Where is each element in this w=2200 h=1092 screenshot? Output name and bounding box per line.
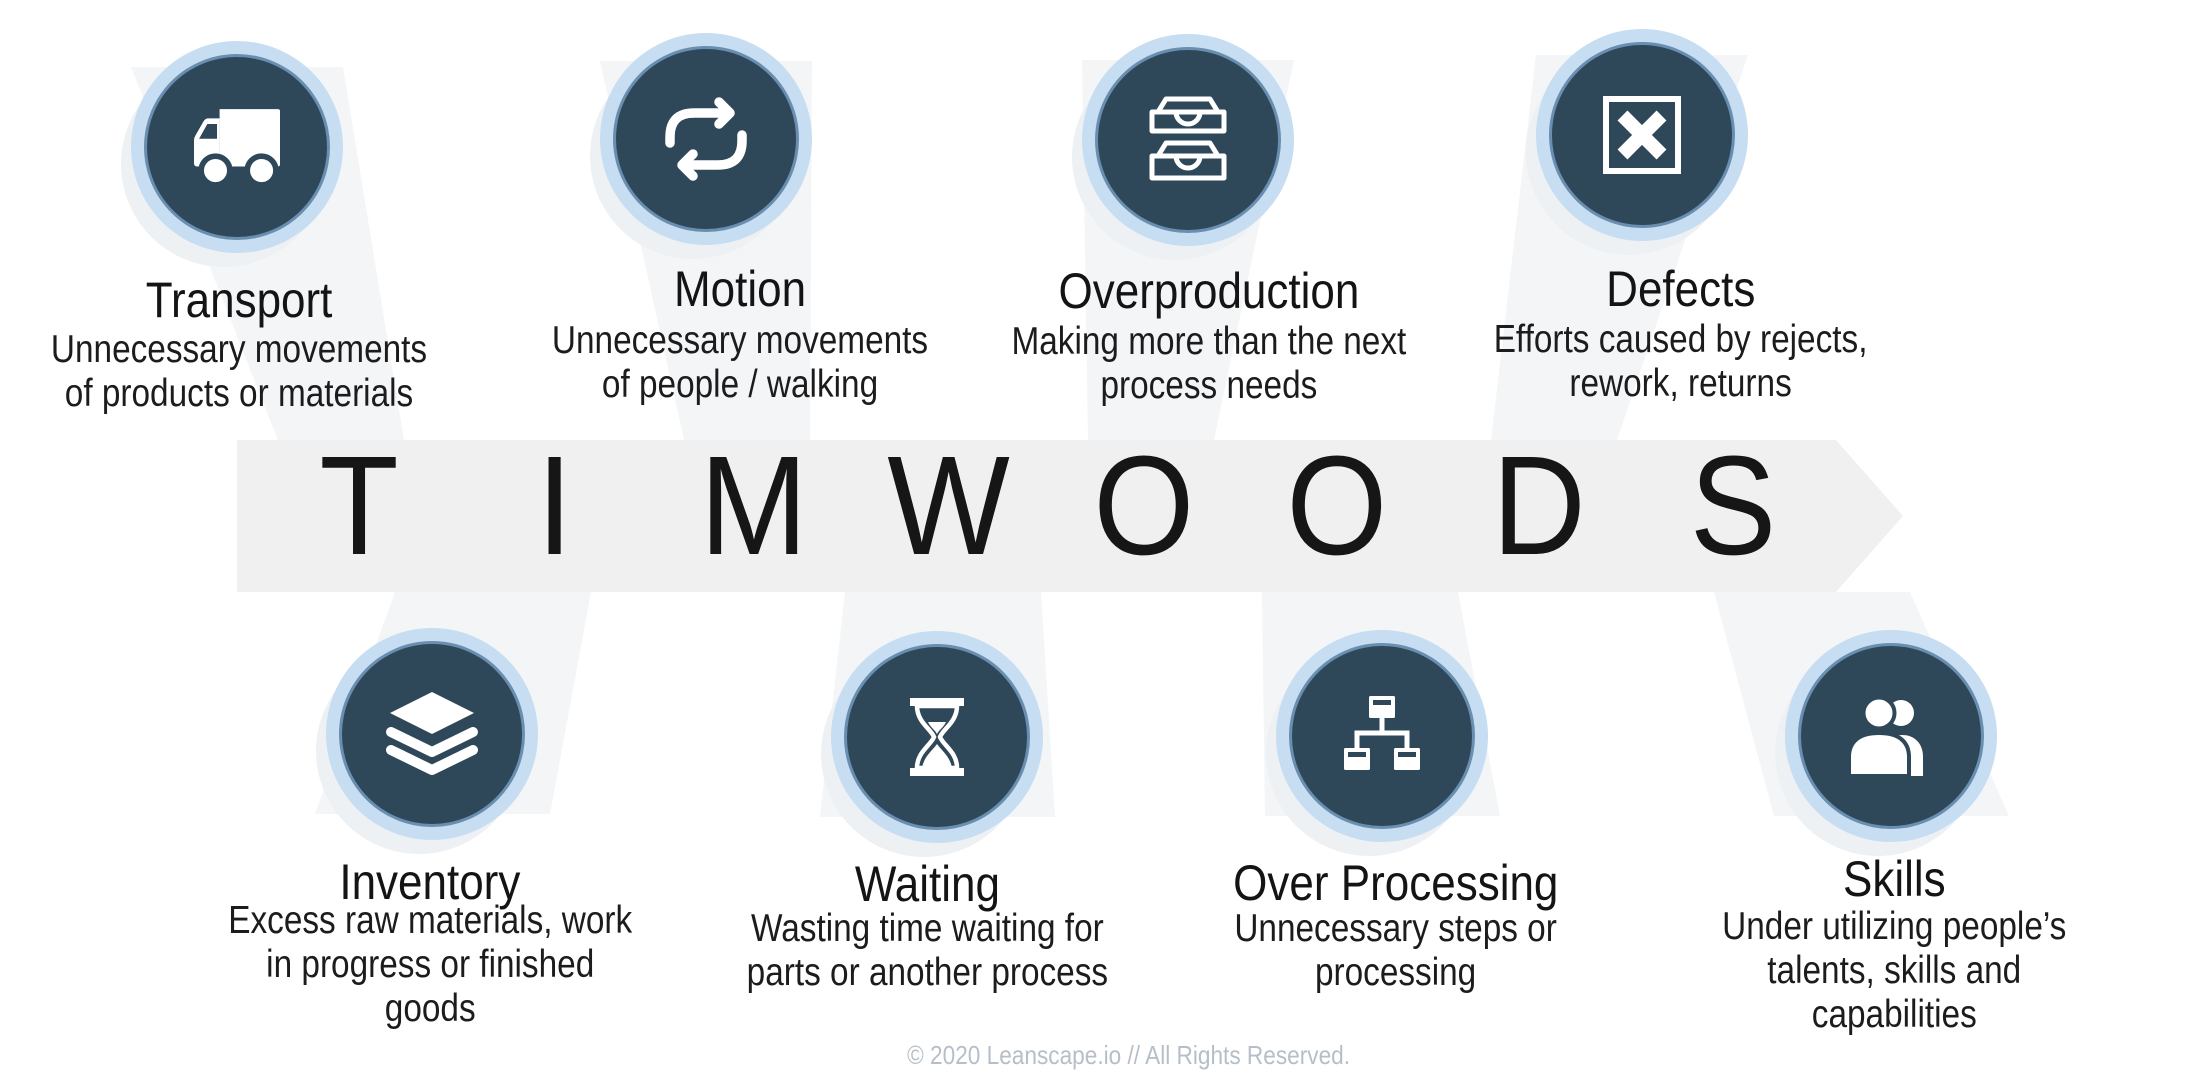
waste-title-text: Waiting [854,856,1000,912]
description-line: Unnecessary movements [50,328,428,371]
band-letter-text: S [1689,426,1777,584]
description-line: Unnecessary steps or [1234,907,1558,950]
over-processing-disc [1292,646,1472,826]
band-letter-text: O [1286,426,1388,584]
description-line: Wasting time waiting for [750,907,1104,950]
description-line: Under utilizing people’s [1721,905,2067,948]
waste-title-text: Skills [1842,851,1946,907]
layers-icon [386,692,478,775]
waste-title-text: Transport [145,272,333,328]
description-line: Efforts caused by rejects, [1494,318,1868,361]
description-line: processing [1315,951,1477,994]
description-line: Excess raw materials, work [228,899,632,942]
waste-title-text: Defects [1606,261,1756,317]
truck-icon [194,109,280,185]
hourglass-icon [910,698,964,776]
description-line: parts or another process [746,951,1108,994]
band-letter-text: D [1492,426,1586,584]
waste-title-text: Overproduction [1058,263,1360,319]
inventory-disc [342,644,522,824]
description-line: rework, returns [1569,362,1793,405]
description-line: process needs [1100,364,1318,407]
description-line: of products or materials [64,372,414,415]
description-line: goods [384,987,476,1030]
description-line: Unnecessary movements [551,319,929,362]
description-line: Making more than the next [1011,320,1407,363]
skills-disc [1801,646,1981,826]
description-line: capabilities [1811,993,1977,1036]
defects-disc [1552,45,1732,225]
description-line: in progress or finished [265,943,595,986]
waste-title-text: Motion [673,261,807,317]
sitemap-icon [1344,696,1420,770]
band-letter-text: T [319,426,399,584]
motion-disc [616,49,796,229]
cross-square-icon [1603,96,1681,174]
transport-disc [147,57,327,237]
people-icon [1847,695,1923,778]
description-line: of people / walking [601,363,879,406]
repeat-arrows-icon [665,97,747,181]
waiting-disc [847,647,1027,827]
inbox-stack-icon [1149,96,1227,181]
waste-title-text: Inventory [339,854,521,910]
overproduction-disc [1098,50,1278,230]
band-letter-text: O [1093,426,1195,584]
footer-text: © 2020 Leanscape.io // All Rights Reserv… [907,1040,1351,1070]
waste-title-text: Over Processing [1233,855,1559,911]
band-letter-text: I [536,426,574,584]
band-letter-text: M [699,426,809,584]
band-letter-text: W [887,426,1011,584]
description-line: talents, skills and [1767,949,2021,992]
arrow-band [237,440,1903,592]
